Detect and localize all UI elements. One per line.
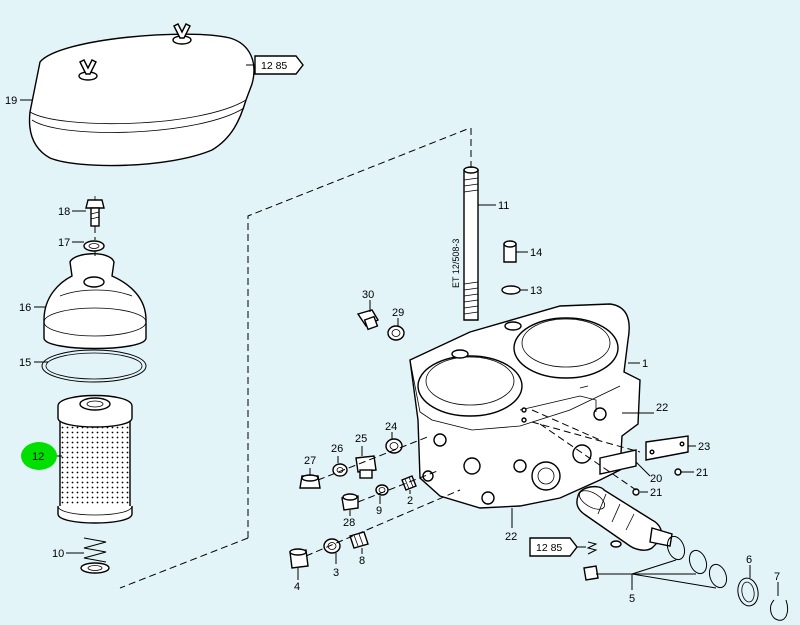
part-pin-14 [503,240,517,263]
drawing-code: ET 12/508-3 [451,239,461,288]
part-screw-21c [521,407,527,413]
highlight-marker [21,442,57,470]
part-spring-2 [401,475,417,491]
part-ring-13 [501,285,521,295]
part-spring-10 [80,537,110,574]
callout-18: 18 [58,206,70,218]
part-valve-5 [576,485,673,551]
callout-14: 14 [530,247,542,259]
part-washer-26 [332,463,348,477]
ref-text-bottom: 12 85 [536,542,562,554]
part-screw-21b [632,488,640,496]
assembly-lines [94,127,471,589]
part-plate-23 [645,435,689,461]
part-stud-11 [463,128,479,321]
callout-29: 29 [392,307,404,319]
ref-text-top: 12 85 [261,60,287,72]
callout-7: 7 [774,571,780,583]
callout-1: 1 [642,358,648,370]
part-screw-21d [521,417,527,423]
part-main-housing [409,303,641,509]
part-plug-28 [341,493,359,511]
part-spring-5 [583,541,599,581]
callout-23: 23 [698,441,710,453]
callout-21a: 21 [696,467,708,479]
part-filter-lid [43,253,147,350]
callout-21b: 21 [650,487,662,499]
part-washer-3 [323,538,341,554]
part-washer-9 [375,484,389,496]
callout-25: 25 [355,433,367,445]
callout-6: 6 [746,554,752,566]
part-washer-24 [385,438,403,454]
part-filter-element [57,394,133,524]
part-plug-25 [355,455,377,479]
callout-26: 26 [331,443,343,455]
callout-22b: 22 [505,531,517,543]
callout-labels: 19 18 17 16 15 12 10 11 14 13 30 29 1 22… [5,95,780,605]
part-cover [28,23,255,167]
part-bolt-18 [85,199,105,227]
part-circlip-7 [770,599,789,621]
ref-box-bottom: 12 85 [529,537,586,557]
part-plug-27 [299,474,321,489]
callout-24: 24 [385,421,397,433]
wing-nut-left [78,59,98,81]
callout-10: 10 [52,548,64,560]
callout-28: 28 [343,517,355,529]
callout-13: 13 [530,285,542,297]
part-plug-30 [356,309,379,331]
part-oring-5c [708,563,728,589]
wing-nut-right [172,23,192,45]
callout-5: 5 [629,593,635,605]
part-plate-20 [599,449,637,475]
callout-22a: 22 [656,402,668,414]
part-ring-6 [737,577,759,607]
callout-16: 16 [19,302,31,314]
callout-19: 19 [5,95,17,107]
callout-15: 15 [19,357,31,369]
callout-17: 17 [58,237,70,249]
callout-8: 8 [359,555,365,567]
callout-2: 2 [407,495,413,507]
part-ring-17 [83,240,105,252]
callout-4: 4 [294,581,300,593]
callout-20: 20 [650,473,662,485]
part-washer-29 [387,325,405,341]
callout-27: 27 [304,455,316,467]
part-oring-5b [688,549,708,575]
part-plug-4 [289,548,309,569]
callout-9: 9 [376,505,382,517]
callout-11: 11 [498,200,509,212]
part-oring-5a [666,535,686,561]
callout-12: 12 [32,451,44,463]
callout-30: 30 [362,289,374,301]
ref-box-top: 12 85 [246,55,304,75]
part-spring-8 [349,531,369,549]
leader-lines [20,99,779,596]
callout-3: 3 [333,567,339,579]
part-oring-15 [41,349,147,383]
